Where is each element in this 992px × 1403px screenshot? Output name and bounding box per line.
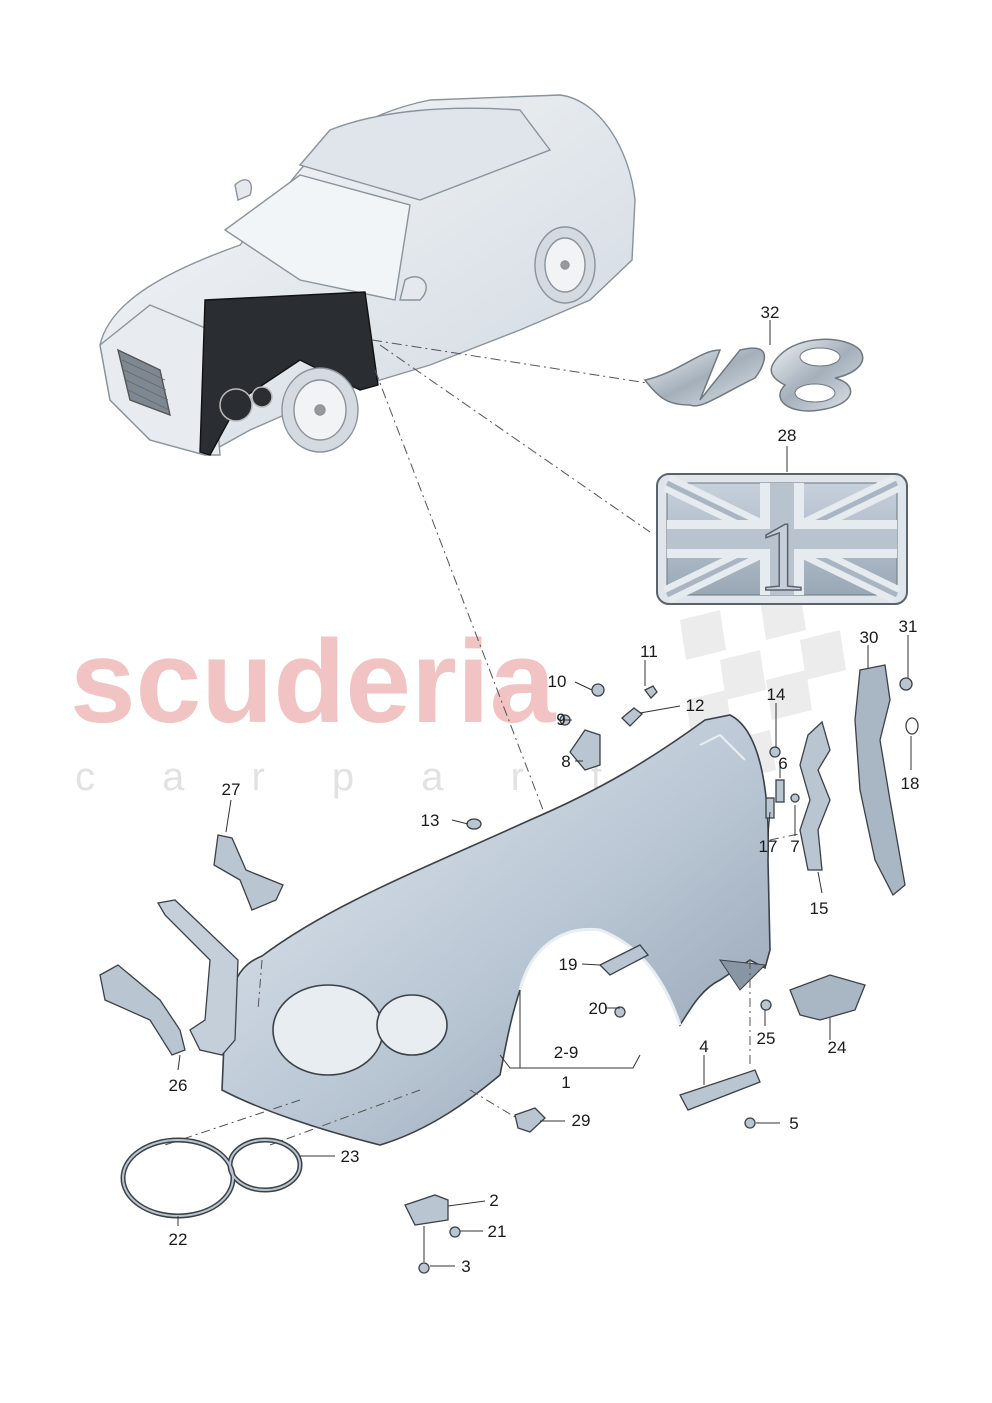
- callout-label-2-9: 2-9: [554, 1043, 579, 1062]
- callout-label-32: 32: [761, 303, 780, 322]
- callout-labels: 12-9234567891011121314151718192021222324…: [169, 303, 920, 1276]
- callout-label-2: 2: [489, 1191, 498, 1210]
- leader-lines: [371, 339, 661, 816]
- small-parts: [99, 664, 919, 1274]
- callout-label-28: 28: [778, 426, 797, 445]
- callout-label-9: 9: [556, 710, 565, 729]
- callout-label-22: 22: [169, 1230, 188, 1249]
- callout-label-23: 23: [341, 1147, 360, 1166]
- callout-label-12: 12: [686, 696, 705, 715]
- callout-label-4: 4: [699, 1037, 708, 1056]
- side-mirror: [399, 276, 427, 301]
- front-wheel: [281, 367, 359, 453]
- callout-label-29: 29: [572, 1111, 591, 1130]
- callout-label-7: 7: [790, 837, 799, 856]
- union-jack-number: 1: [757, 501, 807, 612]
- v8-badge: [643, 338, 864, 412]
- callout-label-18: 18: [901, 774, 920, 793]
- callout-label-26: 26: [169, 1076, 188, 1095]
- rear-wheel: [534, 226, 596, 304]
- headlamp-gaskets: [120, 1137, 303, 1219]
- watermark-brand: scuderia: [70, 616, 557, 748]
- callout-leaders: [177, 320, 912, 1267]
- callout-label-19: 19: [559, 955, 578, 974]
- callout-label-24: 24: [828, 1038, 847, 1057]
- car-overview: [99, 94, 636, 456]
- callout-label-13: 13: [421, 811, 440, 830]
- callout-label-11: 11: [640, 642, 658, 661]
- callout-label-3: 3: [461, 1257, 470, 1276]
- callout-label-31: 31: [899, 617, 918, 636]
- union-jack-badge: 1: [656, 473, 908, 613]
- callout-label-25: 25: [757, 1029, 776, 1048]
- callout-label-17: 17: [759, 837, 778, 856]
- front-fender: [221, 714, 771, 1146]
- callout-label-1: 1: [561, 1073, 570, 1092]
- callout-label-6: 6: [778, 754, 787, 773]
- callout-label-27: 27: [222, 780, 241, 799]
- callout-label-14: 14: [767, 685, 786, 704]
- callout-label-21: 21: [488, 1222, 507, 1241]
- callout-label-5: 5: [789, 1114, 798, 1133]
- callout-label-8: 8: [561, 752, 570, 771]
- callout-label-30: 30: [860, 628, 879, 647]
- callout-label-20: 20: [589, 999, 608, 1018]
- fender-leaders: [164, 831, 809, 1146]
- callout-label-15: 15: [810, 899, 829, 918]
- front-grille: [121, 359, 170, 411]
- callout-label-10: 10: [548, 672, 567, 691]
